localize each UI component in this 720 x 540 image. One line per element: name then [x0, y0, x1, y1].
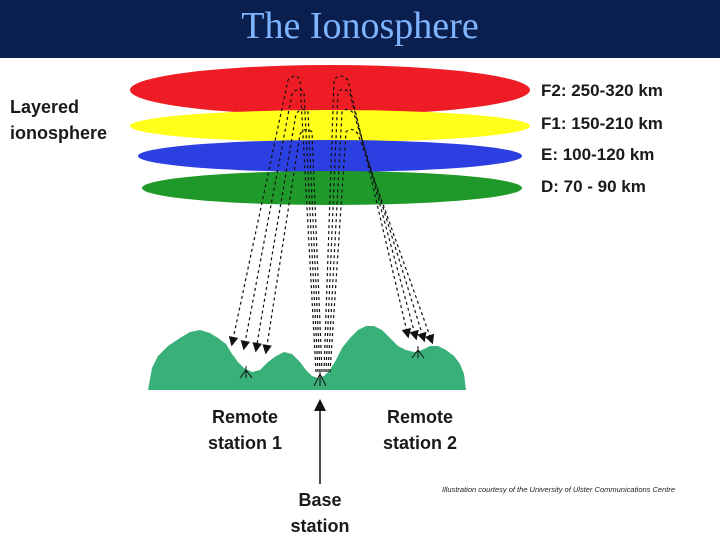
base-station-line1: Base: [280, 487, 360, 513]
remote-station-2-line2: station 2: [374, 430, 466, 456]
layered-ionosphere-label: Layered ionosphere: [10, 94, 107, 146]
base-station-label: Base station: [280, 487, 360, 539]
layered-ionosphere-line1: Layered: [10, 94, 107, 120]
remote-station-2-label: Remote station 2: [374, 404, 466, 456]
layer-d-label: D: 70 - 90 km: [541, 177, 646, 197]
layer-f2-label: F2: 250-320 km: [541, 81, 663, 101]
remote-station-1-line2: station 1: [200, 430, 290, 456]
remote-station-2-line1: Remote: [374, 404, 466, 430]
layer-e-label: E: 100-120 km: [541, 145, 654, 165]
layer-f1-label: F1: 150-210 km: [541, 114, 663, 134]
layer-f1-band: [130, 110, 530, 142]
credit-text: Illustration courtesy of the University …: [442, 485, 675, 494]
remote-station-1-line1: Remote: [200, 404, 290, 430]
remote-station-1-label: Remote station 1: [200, 404, 290, 456]
layer-f2-band: [130, 65, 530, 115]
layer-e-band: [138, 140, 522, 172]
layered-ionosphere-line2: ionosphere: [10, 120, 107, 146]
base-station-line2: station: [280, 513, 360, 539]
layer-d-band: [142, 171, 522, 205]
